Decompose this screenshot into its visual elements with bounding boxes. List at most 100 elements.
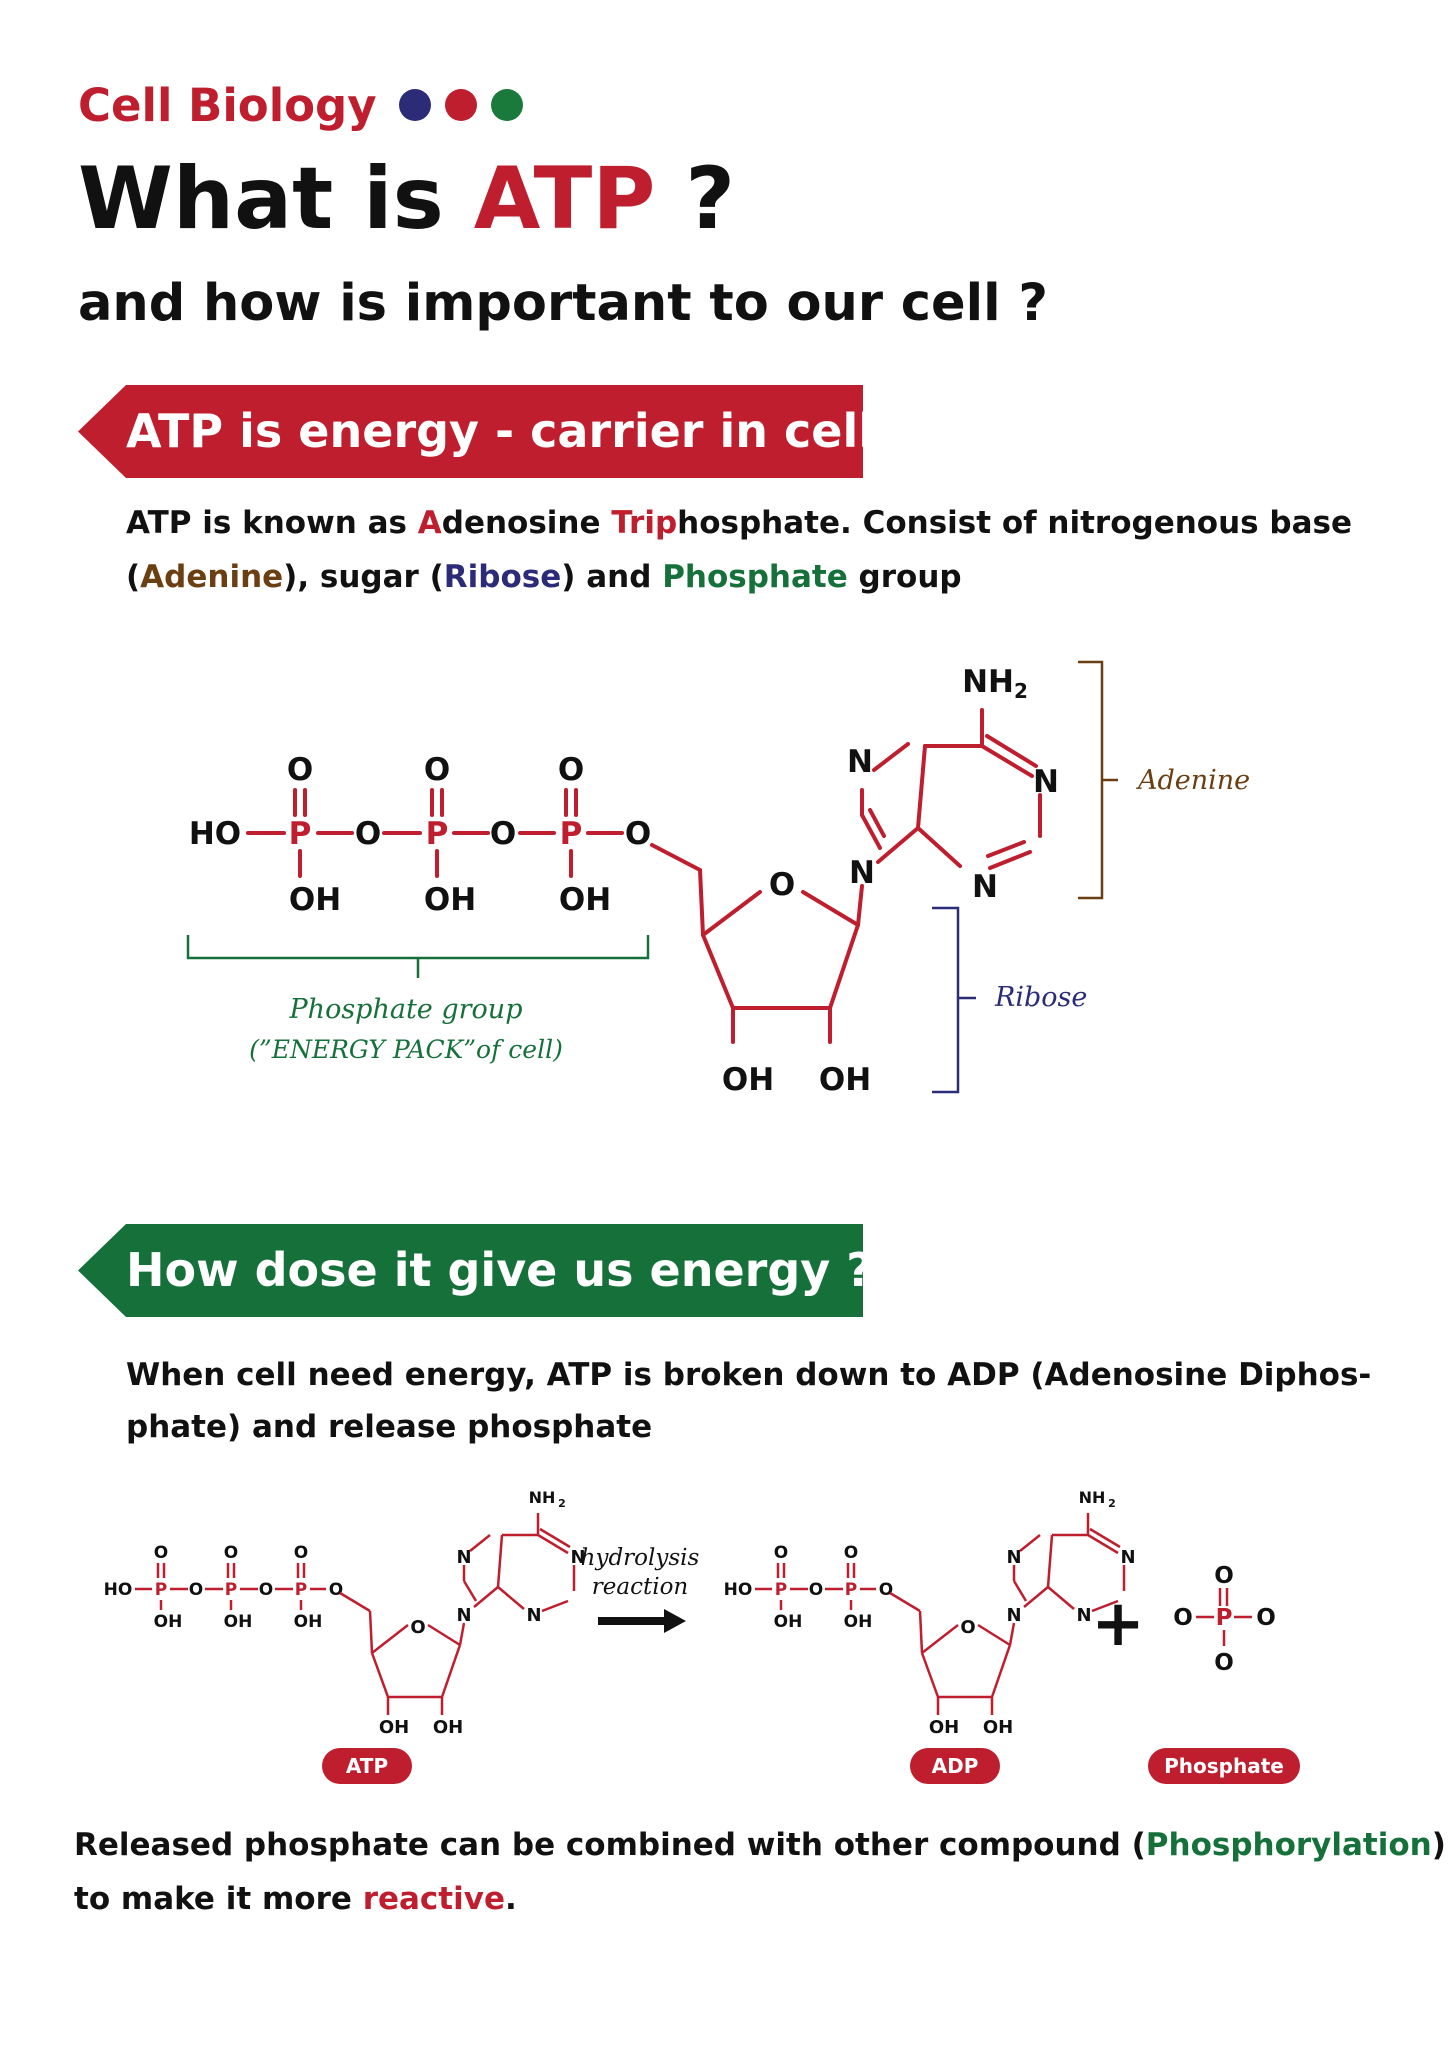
category-kicker: Cell Biology: [78, 70, 523, 140]
svg-text:OH: OH: [844, 1612, 873, 1632]
svg-text:O: O: [1173, 1605, 1193, 1631]
oxygen-top-2: O: [424, 752, 450, 788]
svg-text:P: P: [775, 1580, 787, 1600]
nh2-group: NH2: [962, 664, 1028, 703]
ribose-label: Ribose: [994, 982, 1087, 1013]
plus-sign: +: [1091, 1587, 1145, 1661]
footer-line1: Released phosphate can be combined with …: [74, 1818, 1446, 1872]
oxygen-top-1: O: [287, 752, 313, 788]
ribose-ring-oxygen: O: [769, 867, 795, 903]
adp-badge: ADP: [910, 1748, 1000, 1784]
text-run: ATP is known as: [126, 505, 418, 541]
atp-atoms: HO P O P O P O O O O OH OH OH O OH OH N …: [189, 664, 1059, 1098]
phosphate-badge: Phosphate: [1148, 1748, 1300, 1784]
nitrogen-n7: N: [847, 744, 873, 780]
atp-badge: ATP: [322, 1748, 412, 1784]
adp-badge-label: ADP: [932, 1754, 979, 1778]
kicker-text: Cell Biology: [78, 78, 377, 132]
energy-pack-note: (”ENERGY PACK”of cell): [249, 1035, 563, 1064]
text-run: to make it more: [74, 1881, 363, 1917]
highlight-tri: Tri: [611, 505, 655, 541]
text-run: ), sugar (: [283, 559, 444, 595]
highlight-a: A: [417, 505, 442, 541]
phosphorus-1: P: [289, 816, 312, 852]
atp-bonds: [246, 708, 1042, 1044]
svg-text:OH: OH: [774, 1612, 803, 1632]
highlight-p: p: [654, 505, 678, 541]
section2-paragraph-line2: phate) and release phosphate: [126, 1409, 653, 1445]
ho-label: HO: [189, 816, 241, 852]
ribose-oh-2: OH: [819, 1062, 871, 1098]
text-run: ) and: [561, 559, 663, 595]
adenine-label: Adenine: [1135, 765, 1250, 796]
svg-text:O: O: [844, 1543, 858, 1563]
ribose-bracket: [932, 906, 976, 1094]
nitrogen-n1: N: [1033, 764, 1059, 800]
page-title: What is ATP ?: [78, 152, 735, 247]
oxygen-top-3: O: [558, 752, 584, 788]
adenine-term: Adenine: [140, 559, 284, 595]
svg-text:O: O: [329, 1580, 343, 1600]
oh-bottom-2: OH: [424, 882, 476, 918]
oxygen-bridge-1: O: [355, 816, 381, 852]
svg-text:O: O: [1214, 1563, 1234, 1589]
svg-text:OH: OH: [224, 1612, 253, 1632]
nh2-subscript: 2: [1014, 679, 1028, 703]
section2-banner: [78, 1224, 863, 1317]
banner-shape: [78, 1224, 863, 1317]
reaction-arrow-icon: [598, 1609, 686, 1633]
text-run: ): [1431, 1827, 1446, 1863]
ribose-oh-1: OH: [722, 1062, 774, 1098]
title-suffix: ?: [655, 149, 736, 249]
section2-banner-text: How dose it give us energy ?: [126, 1243, 873, 1297]
text-run: denosine: [441, 505, 612, 541]
nh-text: NH: [962, 664, 1014, 700]
title-accent: ATP: [473, 149, 656, 249]
svg-text:P: P: [155, 1580, 167, 1600]
phosphorus-3: P: [560, 816, 583, 852]
navy-dot-icon: [398, 89, 431, 121]
oh-bottom-3: OH: [559, 882, 611, 918]
text-run: group: [847, 559, 962, 595]
svg-text:OH: OH: [154, 1612, 183, 1632]
arrow-label-line1: hydrolysis: [581, 1545, 700, 1571]
section1-banner: [78, 385, 863, 478]
svg-text:O: O: [879, 1580, 893, 1600]
atp-structure-diagram: HO P O P O P O O O O OH OH OH O OH OH N …: [186, 660, 1250, 1098]
ribose-term: Ribose: [443, 559, 562, 595]
svg-text:P: P: [845, 1580, 857, 1600]
svg-text:P: P: [1216, 1605, 1233, 1631]
phosphate-group-label: Phosphate group: [289, 994, 523, 1025]
text-run: hosphate. Consist of nitrogenous base: [677, 505, 1352, 541]
svg-text:O: O: [294, 1543, 308, 1563]
oxygen-bridge-2: O: [490, 816, 516, 852]
section2-paragraph-line1: When cell need energy, ATP is broken dow…: [126, 1357, 1372, 1393]
svg-text:HO: HO: [724, 1580, 753, 1600]
red-dot-icon: [444, 89, 477, 121]
nitrogen-n3: N: [972, 869, 998, 905]
atp-badge-label: ATP: [346, 1754, 388, 1778]
footer-line2: to make it more reactive.: [74, 1872, 517, 1926]
nitrogen-n9: N: [849, 855, 875, 891]
section1-paragraph-line1: ATP is known as Adenosine Triphosphate. …: [126, 496, 1352, 550]
title-prefix: What is: [78, 149, 474, 249]
svg-text:O: O: [1256, 1605, 1276, 1631]
free-phosphate-molecule: O P O O O: [1173, 1563, 1276, 1676]
svg-text:HO: HO: [104, 1580, 133, 1600]
svg-text:O: O: [1214, 1650, 1234, 1676]
svg-text:O: O: [774, 1543, 788, 1563]
svg-text:O: O: [809, 1580, 823, 1600]
svg-text:P: P: [225, 1580, 237, 1600]
svg-text:P: P: [295, 1580, 307, 1600]
text-run: .: [504, 1881, 517, 1917]
phosphorylation-term: Phosphorylation: [1145, 1827, 1432, 1863]
phosphate-badge-label: Phosphate: [1164, 1754, 1284, 1778]
arrow-label-line2: reaction: [592, 1574, 688, 1600]
text-run: Released phosphate can be combined with …: [74, 1827, 1146, 1863]
oh-bottom-1: OH: [289, 882, 341, 918]
green-dot-icon: [490, 89, 523, 121]
adenine-bracket: [1078, 660, 1118, 900]
small-adp-molecule: HO P O P O O O OH OH: [724, 1490, 1137, 1740]
text-run: (: [126, 559, 141, 595]
oxygen-bridge-3: O: [625, 816, 651, 852]
